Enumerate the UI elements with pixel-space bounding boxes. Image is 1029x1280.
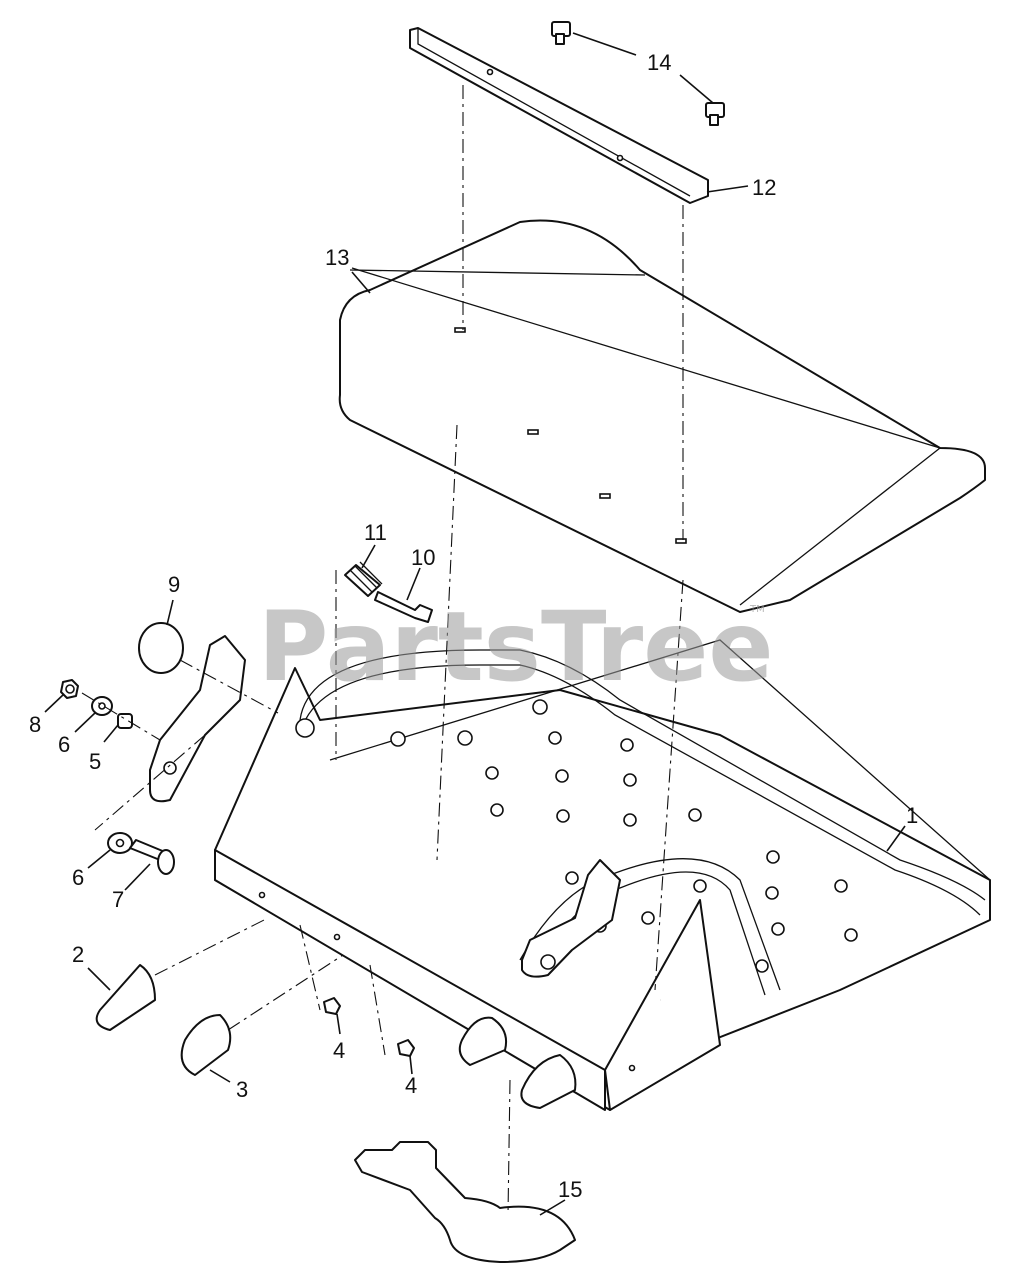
callout-15: 15: [558, 1177, 582, 1202]
watermark-text: PartsTree: [258, 591, 773, 703]
callout-6-lower: 6: [72, 865, 84, 890]
leader-lines: [44, 32, 906, 1216]
floor-mat-part[interactable]: [338, 219, 986, 613]
callout-12: 12: [752, 175, 776, 200]
callout-4-left: 4: [333, 1038, 345, 1063]
callout-7: 7: [112, 887, 124, 912]
assembly-center-lines: [81, 85, 684, 1216]
callout-labels: 14 12 13 11 10 9 8 6 5 6 7 1 2 3 4 4 15: [29, 50, 918, 1202]
callout-14: 14: [647, 50, 671, 75]
bolt-stack[interactable]: [107, 832, 175, 875]
compression-spring-part[interactable]: [344, 561, 383, 597]
latch-arm[interactable]: [149, 635, 621, 978]
callout-13: 13: [325, 245, 349, 270]
callout-6-upper: 6: [58, 732, 70, 757]
callout-1: 1: [906, 803, 918, 828]
callout-3: 3: [236, 1077, 248, 1102]
callout-8: 8: [29, 712, 41, 737]
latch-pin-part[interactable]: [374, 591, 433, 623]
hardware-stack[interactable]: [60, 679, 133, 729]
callout-10: 10: [411, 545, 435, 570]
callout-2: 2: [72, 942, 84, 967]
flange-nut-part[interactable]: [323, 997, 415, 1057]
watermark-trademark: TM: [749, 604, 765, 615]
callout-4-right: 4: [405, 1073, 417, 1098]
bumper-part[interactable]: [95, 964, 577, 1109]
watermark: PartsTree TM: [258, 591, 773, 703]
callout-11: 11: [364, 520, 387, 545]
callout-5: 5: [89, 749, 101, 774]
decal-part[interactable]: [354, 1141, 576, 1263]
callout-9: 9: [168, 572, 180, 597]
angle-bracket-part[interactable]: [409, 27, 709, 204]
knob-part[interactable]: [138, 622, 184, 674]
flange-screw-part[interactable]: [551, 21, 725, 126]
